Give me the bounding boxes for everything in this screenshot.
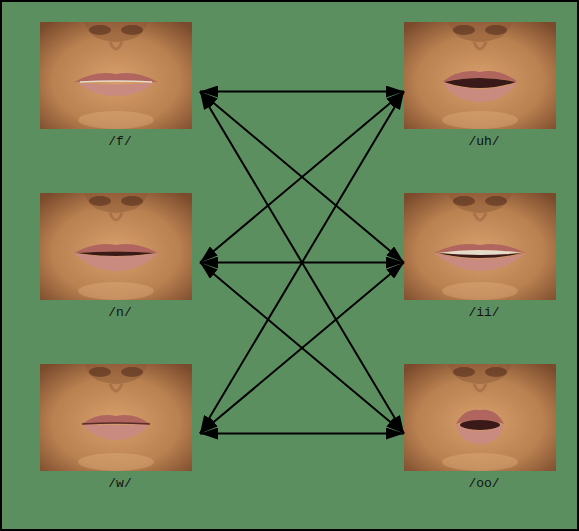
mouth-uh <box>404 22 556 129</box>
mouth-ii <box>404 193 556 300</box>
photo-frame <box>40 22 200 129</box>
photo-frame <box>404 22 564 129</box>
phoneme-node: /n/ <box>40 193 200 320</box>
photo-frame <box>40 193 200 300</box>
phoneme-label: /n/ <box>40 305 200 320</box>
phoneme-label: /ii/ <box>404 305 564 320</box>
double-arrow <box>200 92 404 434</box>
mouth-w <box>40 364 192 471</box>
phoneme-node: /ii/ <box>404 193 564 320</box>
double-arrow <box>200 92 404 434</box>
mouth-oo <box>404 364 556 471</box>
phoneme-label: /w/ <box>40 476 200 491</box>
phoneme-label: /f/ <box>40 134 200 149</box>
phoneme-label: /oo/ <box>404 476 564 491</box>
double-arrow <box>200 92 404 263</box>
double-arrow <box>200 263 404 434</box>
phoneme-label: /uh/ <box>404 134 564 149</box>
photo-frame <box>40 364 200 471</box>
double-arrow <box>200 92 404 263</box>
mouth-n <box>40 193 192 300</box>
photo-frame <box>404 193 564 300</box>
phoneme-node: /uh/ <box>404 22 564 149</box>
photo-frame <box>404 364 564 471</box>
double-arrow <box>200 91 404 93</box>
phoneme-node: /w/ <box>40 364 200 491</box>
double-arrow <box>200 433 404 435</box>
double-arrow <box>200 263 404 434</box>
phoneme-node: /oo/ <box>404 364 564 491</box>
mouth-f <box>40 22 192 129</box>
phoneme-node: /f/ <box>40 22 200 149</box>
